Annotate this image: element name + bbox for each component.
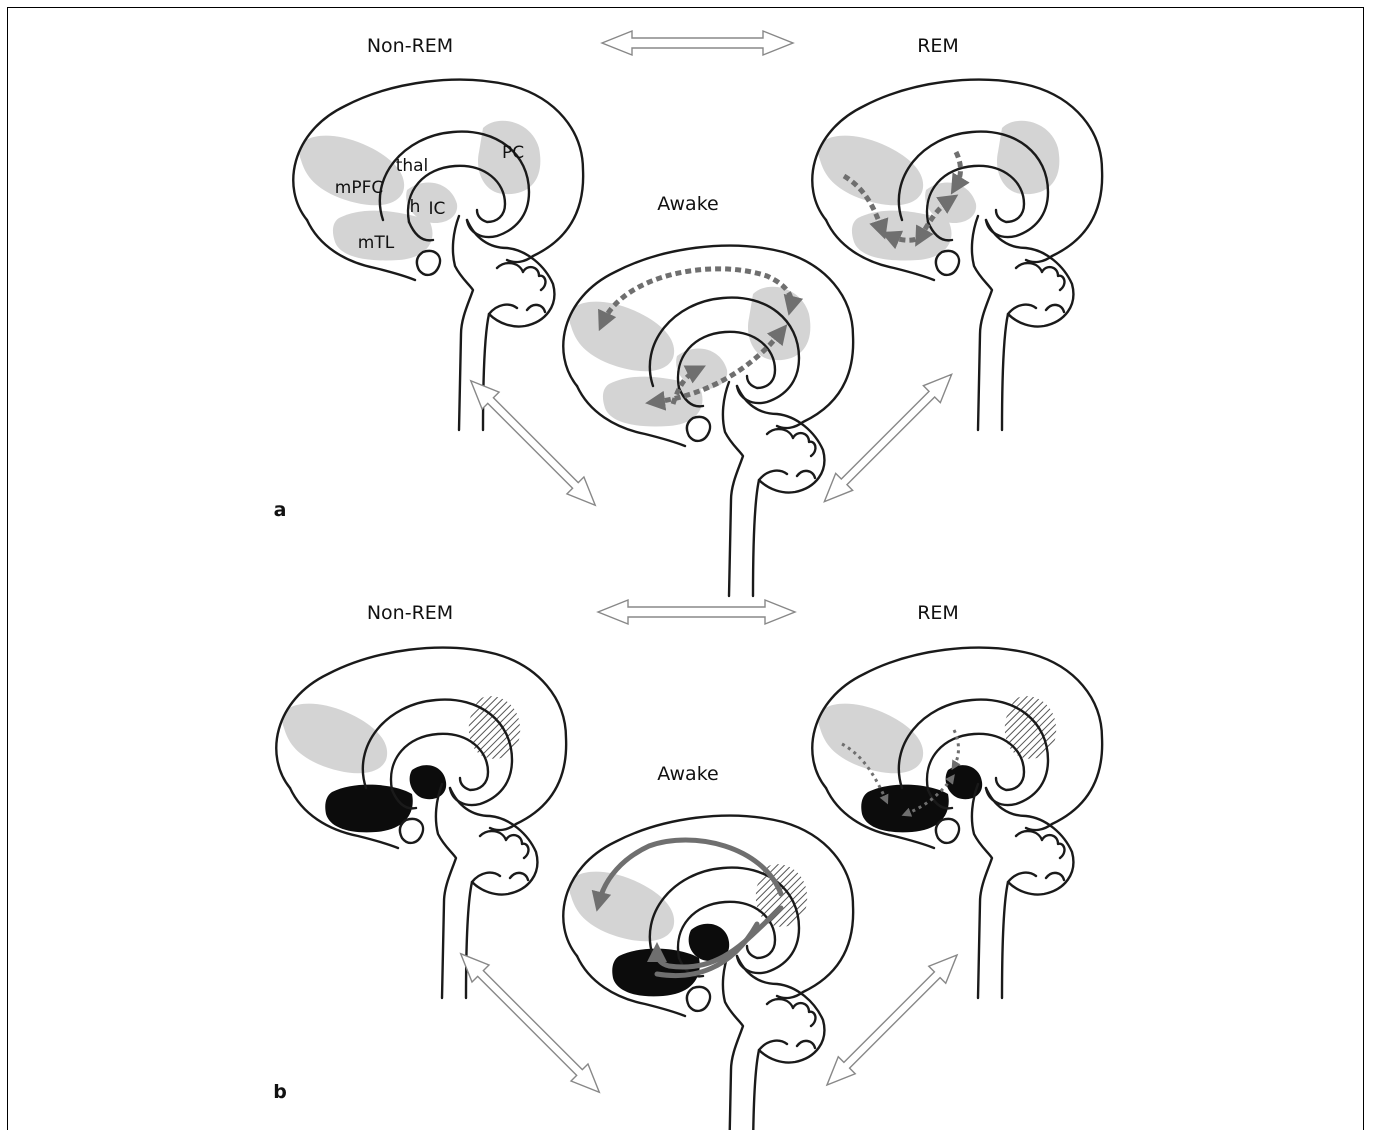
region-pc <box>748 287 810 360</box>
region-ic-active <box>946 765 983 799</box>
state-label-rem: REM <box>917 35 959 57</box>
brain-nonrem-b <box>276 648 566 998</box>
region-label-ic: IC <box>429 199 446 219</box>
transition-arrow-rem-awake <box>818 946 965 1093</box>
panel-letter-b: b <box>273 1081 287 1103</box>
region-ic-active <box>410 765 447 799</box>
panel-b: Non-REM REM Awake <box>273 600 1102 1130</box>
state-label-awake: Awake <box>657 763 718 785</box>
region-label-pc: PC <box>502 143 524 163</box>
state-label-nonrem: Non-REM <box>367 602 453 624</box>
transition-arrow-nonrem-rem <box>602 31 793 55</box>
region-mtl-active <box>325 785 413 833</box>
brain-awake-a <box>563 246 853 596</box>
region-label-mpfc: mPFC <box>335 178 383 198</box>
region-mtl-active <box>861 785 949 833</box>
region-pc <box>997 121 1059 194</box>
region-label-h: h <box>410 197 421 217</box>
transition-arrow-nonrem-rem <box>598 600 795 624</box>
panel-letter-a: a <box>274 499 287 521</box>
state-label-awake: Awake <box>657 193 718 215</box>
panel-a: Non-REM REM Awake thal PC mPFC h IC mTL <box>274 31 1103 596</box>
connection-arrow <box>954 730 959 766</box>
region-label-thal: thal <box>396 156 429 176</box>
transition-arrow-nonrem-awake <box>462 372 603 513</box>
brain-rem-b <box>812 648 1102 998</box>
state-label-nonrem: Non-REM <box>367 35 453 57</box>
brain-nonrem-a <box>293 80 583 430</box>
brain-awake-b <box>563 816 853 1130</box>
brain-rem-a <box>812 80 1102 430</box>
region-label-mtl: mTL <box>358 233 395 253</box>
transition-arrow-rem-awake <box>816 366 960 510</box>
state-label-rem: REM <box>917 602 959 624</box>
